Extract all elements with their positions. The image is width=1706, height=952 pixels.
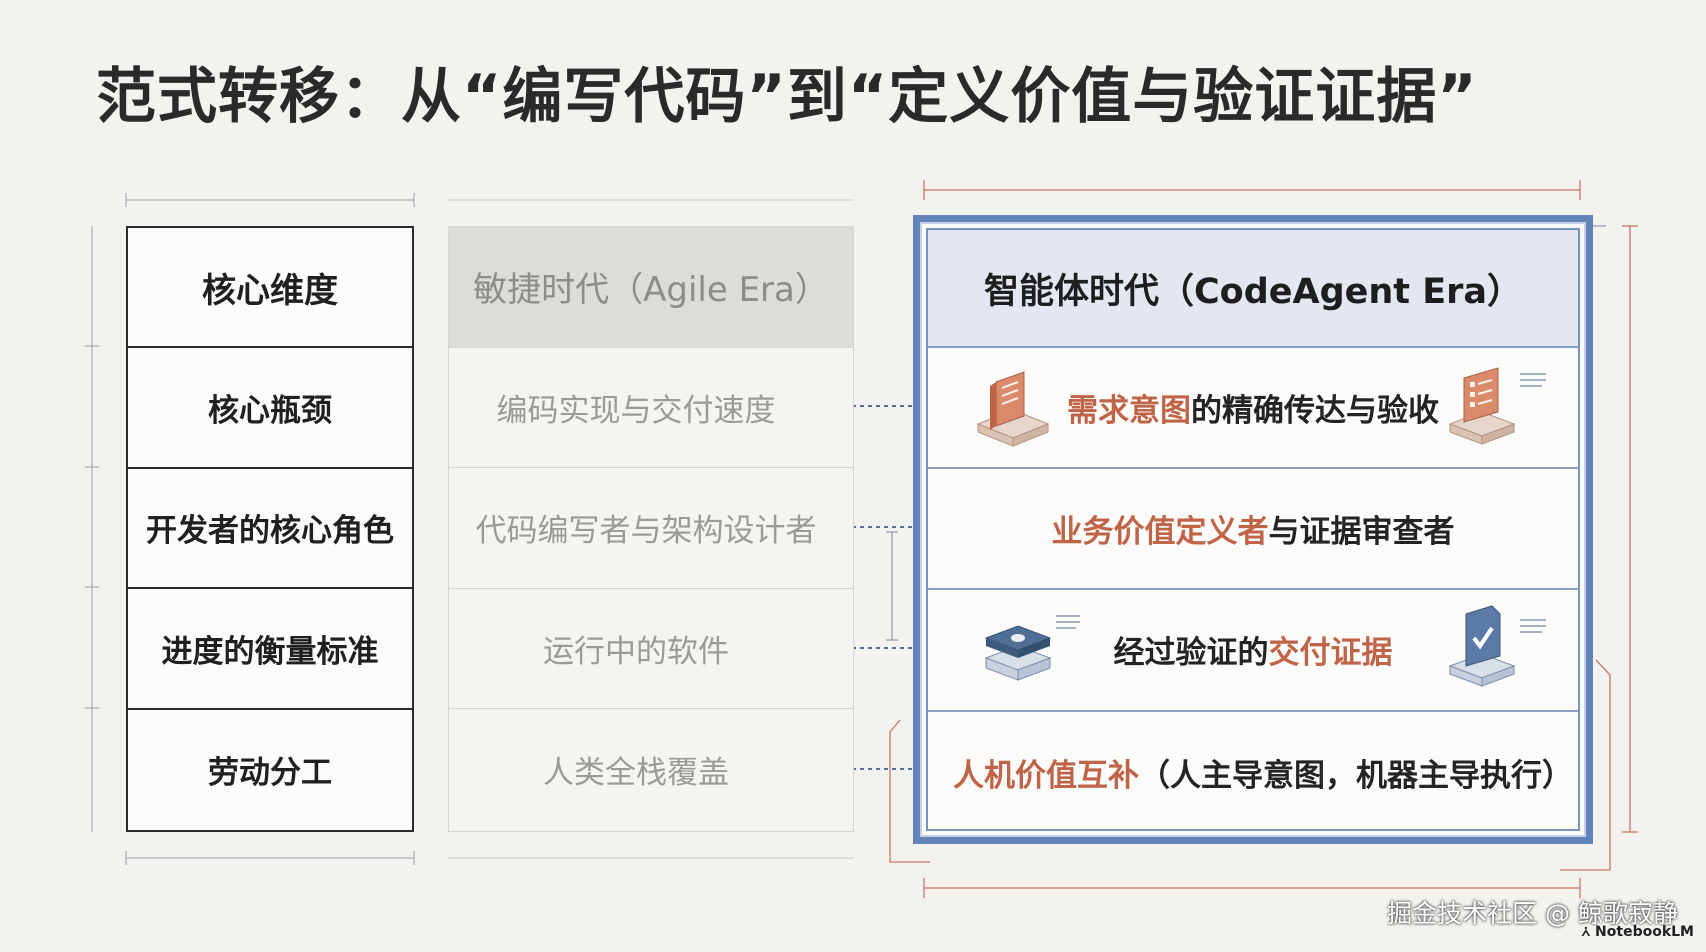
dimension-row: 劳动分工 bbox=[208, 755, 332, 792]
document-stack-icon bbox=[976, 371, 1050, 447]
dimension-column: 核心维度 核心瓶颈 开发者的核心角色 进度的衡量标准 劳动分工 bbox=[126, 226, 414, 832]
agile-row: 运行中的软件 bbox=[449, 589, 853, 710]
row-text: 经过验证的 bbox=[1113, 635, 1269, 672]
row-accent-text: 人机价值互补 bbox=[953, 757, 1139, 794]
watermark-community: 掘金技术社区 @ 鲸歌寂静 bbox=[1387, 899, 1678, 928]
checklist-icon bbox=[1448, 367, 1546, 445]
row-text: （人主导意图，机器主导执行） bbox=[1139, 757, 1573, 794]
slide-title: 范式转移：从“编写代码”到“定义价值与验证证据” bbox=[96, 62, 1478, 132]
verified-file-icon bbox=[1448, 605, 1546, 688]
codeagent-row: 业务价值定义者与证据审查者 bbox=[928, 469, 1578, 591]
codeagent-row: 人机价值互补（人主导意图，机器主导执行） bbox=[928, 712, 1578, 833]
codeagent-era-column: 智能体时代（CodeAgent Era） 需求意图的精确传达与验收 bbox=[913, 215, 1593, 844]
dimension-header: 核心维度 bbox=[128, 228, 412, 349]
agile-row: 人类全栈覆盖 bbox=[543, 755, 729, 792]
agile-header: 敏捷时代（Agile Era） bbox=[449, 227, 853, 348]
watermark-notebooklm-label: NotebookLM bbox=[1595, 924, 1694, 940]
dimension-row: 进度的衡量标准 bbox=[128, 589, 412, 710]
codeagent-row: 需求意图的精确传达与验收 bbox=[928, 348, 1578, 470]
row-accent-text: 业务价值定义者 bbox=[1051, 514, 1269, 551]
dimension-row: 开发者的核心角色 bbox=[128, 469, 412, 590]
row-text: 与证据审查者 bbox=[1268, 514, 1455, 551]
codeagent-row: 经过验证的交付证据 bbox=[928, 590, 1578, 712]
agile-row: 编码实现与交付速度 bbox=[449, 348, 853, 469]
lock-cube-icon bbox=[984, 615, 1080, 682]
notebooklm-logo-icon: ⩑ bbox=[1581, 924, 1591, 940]
watermark-notebooklm: ⩑ NotebookLM bbox=[1582, 924, 1694, 940]
dimension-row: 核心瓶颈 bbox=[128, 348, 412, 469]
agile-era-column: 敏捷时代（Agile Era） 编码实现与交付速度 代码编写者与架构设计者 运行… bbox=[448, 226, 854, 832]
row-accent-text: 需求意图 bbox=[1067, 393, 1191, 430]
agile-row: 代码编写者与架构设计者 bbox=[449, 468, 853, 589]
row-text: 的精确传达与验收 bbox=[1191, 393, 1439, 430]
row-accent-text: 交付证据 bbox=[1268, 635, 1393, 672]
codeagent-header: 智能体时代（CodeAgent Era） bbox=[928, 230, 1578, 348]
